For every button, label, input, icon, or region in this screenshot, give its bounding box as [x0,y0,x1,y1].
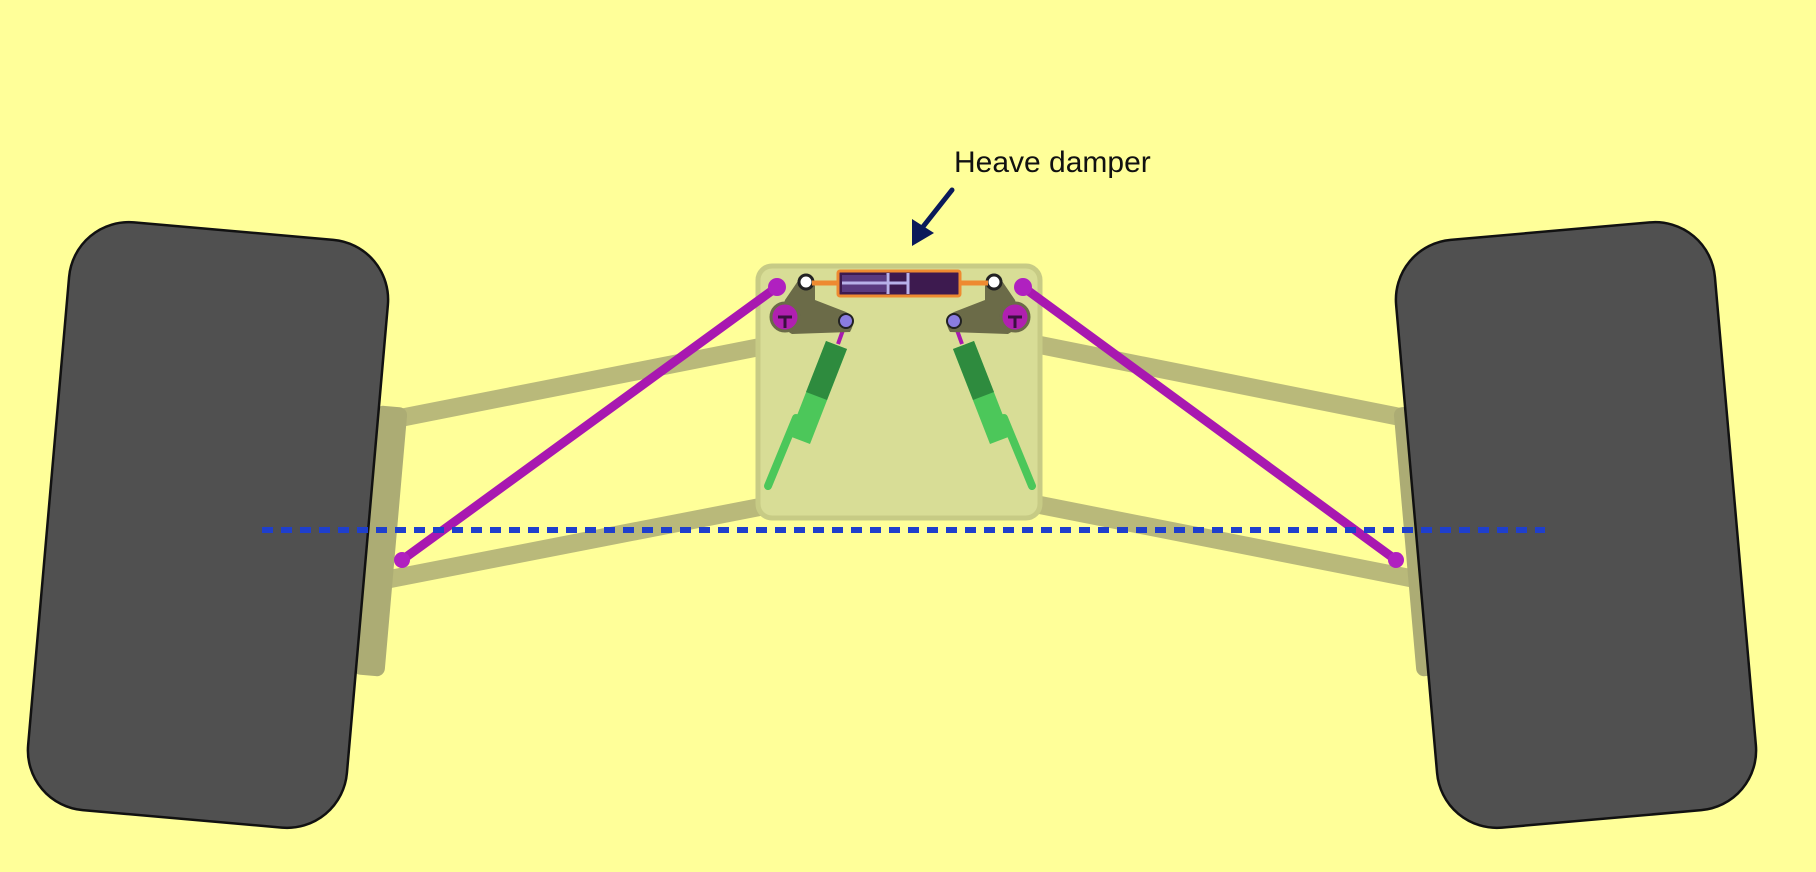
right-pushrod-upper-joint [1014,278,1032,296]
heave-damper-label: Heave damper [954,146,1151,179]
left-lower-wishbone [376,496,779,589]
annotation-arrow-icon [912,187,955,246]
right-rocker [946,273,1031,334]
right-rocker-damper-joint [946,313,962,329]
heave-damper [812,269,988,298]
right-lower-wishbone [1031,496,1429,589]
left-pushrod-lower-joint [394,552,410,568]
right-pushrod-lower-joint [1388,552,1404,568]
left-pushrod [397,282,782,565]
left-rocker-heave-joint [797,273,815,291]
right-pushrod [1018,282,1401,565]
right-rocker-heave-joint [985,273,1003,291]
left-pushrod-upper-joint [768,278,786,296]
left-rocker-damper-joint [838,313,854,329]
left-upper-wishbone [381,336,779,429]
left-tire [26,220,390,830]
right-upper-wishbone [1031,336,1424,429]
right-tire [1394,220,1758,830]
pushrods [397,282,1401,565]
wishbones [376,336,1429,589]
left-upright [352,405,408,677]
left-rocker [769,273,854,334]
